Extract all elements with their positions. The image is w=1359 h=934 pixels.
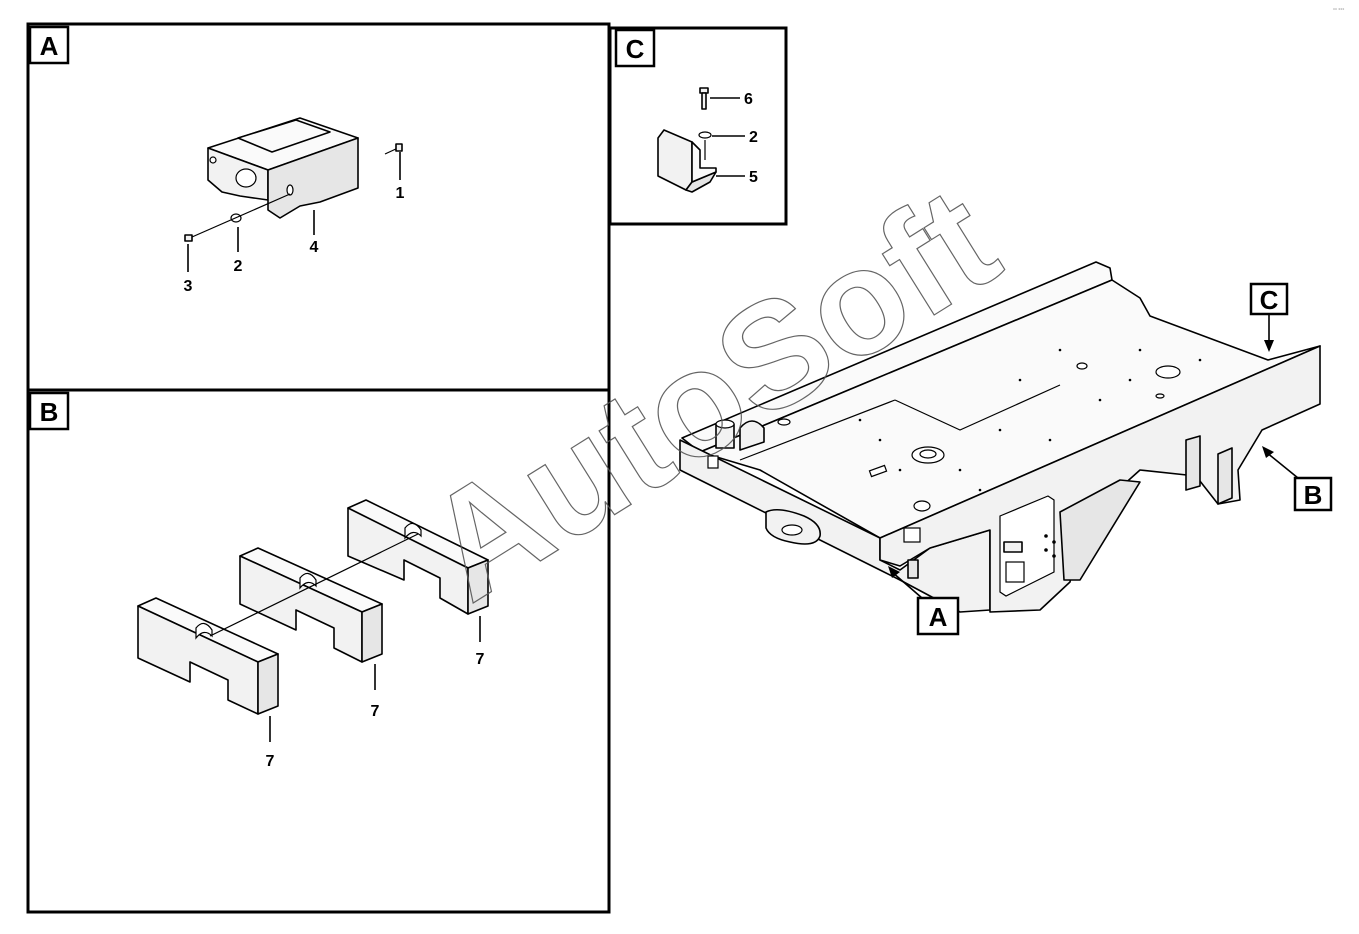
frame-marker-c: C	[1249, 282, 1289, 352]
panel-b-tag	[28, 391, 70, 431]
panel-c-tag	[614, 28, 656, 68]
bracket-part	[207, 117, 359, 219]
callout-b-7-left: 7	[266, 753, 275, 770]
nut-part	[184, 234, 193, 242]
callout-b-7-middle: 7	[371, 703, 380, 720]
panel-a-border	[26, 22, 611, 392]
panel-b-border	[26, 388, 611, 914]
frame-marker-b: B	[1262, 446, 1333, 512]
detail-panel-a: A 1 2 3 4	[26, 22, 611, 392]
panel-a-label: A	[40, 31, 59, 61]
callout-a-3: 3	[184, 278, 193, 295]
panel-b-label: B	[40, 397, 59, 427]
callout-a-4: 4	[310, 239, 319, 256]
corner-mark: °° °°°	[1333, 8, 1344, 14]
chassis-frame	[679, 261, 1321, 613]
callout-c-6: 6	[744, 91, 753, 108]
callout-a-1: 1	[396, 185, 405, 202]
bolt-part-c	[699, 87, 709, 110]
angle-bracket-part	[657, 129, 717, 193]
frame-marker-a: A	[888, 566, 960, 636]
panel-a-tag	[28, 25, 70, 65]
callout-a-2: 2	[234, 258, 243, 275]
callout-c-2: 2	[749, 129, 758, 146]
callout-b-7-right: 7	[476, 651, 485, 668]
panel-c-label: C	[626, 34, 645, 64]
detail-panel-c: C 6 2 5	[608, 26, 788, 226]
callout-c-5: 5	[749, 169, 758, 186]
svg-text:C: C	[1260, 285, 1279, 315]
svg-text:B: B	[1304, 480, 1323, 510]
frame-brace	[1059, 479, 1141, 581]
counterweight-block-middle	[239, 547, 383, 663]
panel-c-border	[608, 26, 788, 226]
svg-text:A: A	[929, 602, 948, 632]
detail-panel-b: B 7 7 7	[26, 388, 611, 914]
washer-part-c	[698, 131, 712, 139]
frame-pivot-post	[715, 419, 735, 449]
frame-deck	[699, 279, 1321, 539]
counterweight-block-left	[137, 597, 279, 715]
bolt-part	[384, 143, 403, 155]
